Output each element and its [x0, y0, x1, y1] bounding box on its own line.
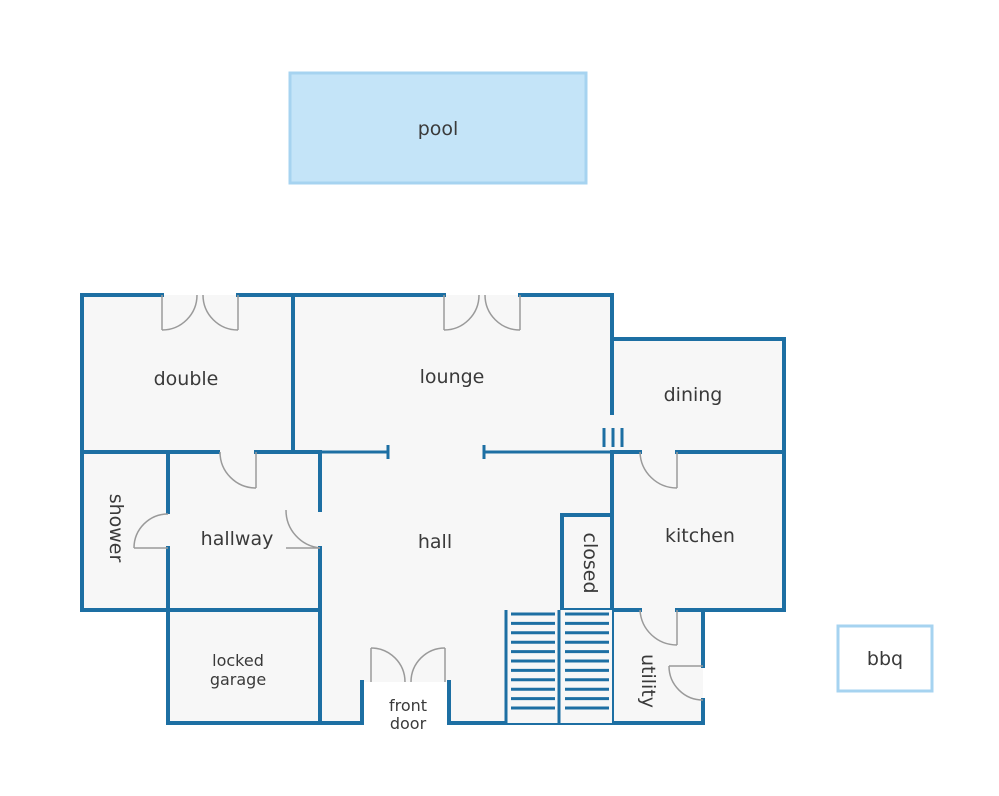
sliding-door-mark [602, 428, 624, 447]
lounge-label: lounge [420, 366, 485, 388]
shower-label: shower [105, 494, 127, 563]
doors [133, 294, 704, 701]
locked-garage-label-line1: locked [212, 651, 264, 670]
house-floor [82, 295, 784, 723]
kitchen-label: kitchen [665, 525, 735, 547]
lounge-hall-divider [320, 445, 612, 459]
pool-label: pool [418, 118, 459, 140]
dining-label: dining [664, 384, 723, 406]
double-label: double [154, 368, 219, 390]
pool [288, 71, 588, 185]
front-door-label-line2: door [390, 714, 427, 733]
stairs [504, 610, 612, 723]
bbq [836, 624, 934, 693]
hallway-label: hallway [201, 528, 274, 550]
closed-label: closed [579, 533, 601, 594]
utility-label: utility [637, 654, 659, 708]
hall-label: hall [418, 531, 452, 553]
front-door-label-line1: front [389, 696, 427, 715]
bbq-label: bbq [867, 648, 903, 670]
locked-garage-label-line2: garage [210, 670, 266, 689]
